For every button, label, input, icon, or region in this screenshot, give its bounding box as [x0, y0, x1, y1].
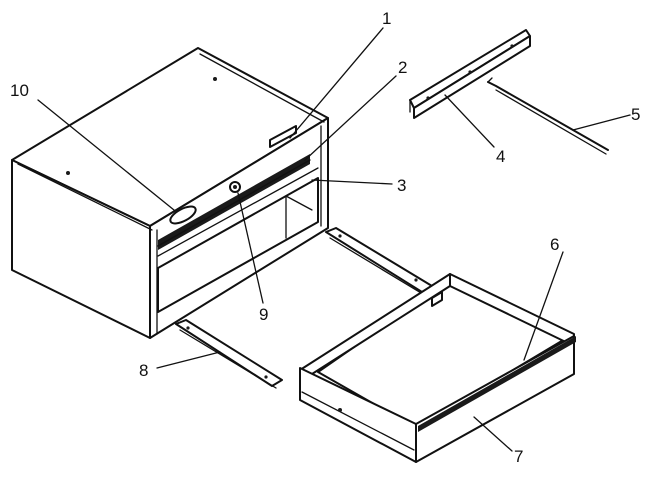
rail-part-4	[409, 29, 531, 119]
callout-10: 10	[10, 81, 29, 100]
callout-6: 6	[550, 235, 559, 254]
callout-5: 5	[631, 105, 640, 124]
drawer-slide-right	[325, 227, 433, 297]
callout-8: 8	[139, 361, 148, 380]
rod-part-5	[487, 77, 609, 155]
callout-4: 4	[496, 147, 505, 166]
callout-3: 3	[397, 176, 406, 195]
callout-9: 9	[259, 305, 268, 324]
callout-1: 1	[382, 9, 391, 28]
callout-2: 2	[398, 58, 407, 77]
drawer-slide-left	[175, 319, 283, 389]
callout-7: 7	[514, 447, 523, 466]
drawer	[299, 273, 576, 463]
leader-lines	[37, 27, 631, 452]
cabinet	[11, 47, 329, 339]
